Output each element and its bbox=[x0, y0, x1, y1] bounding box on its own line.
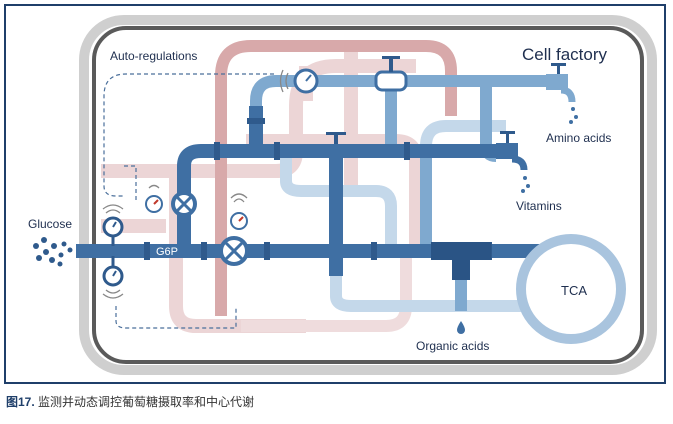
cell-factory-diagram: Cell factory Auto-regulations Glucose G6… bbox=[28, 15, 657, 375]
auto-regulation-lines bbox=[103, 73, 274, 329]
rose-background-pipes bbox=[215, 40, 457, 316]
middle-tap-icon bbox=[326, 132, 346, 144]
diagram-title: Cell factory bbox=[522, 45, 608, 64]
glucose-gauge-top-icon bbox=[102, 216, 124, 246]
glucose-molecules-icon bbox=[33, 237, 73, 267]
amino-acids-label: Amino acids bbox=[546, 131, 611, 145]
cell-wall-inner bbox=[92, 26, 644, 364]
cell-wall-outer bbox=[79, 15, 657, 375]
signal-arcs-icon bbox=[102, 69, 289, 299]
glucose-gauge-bottom-icon bbox=[102, 256, 124, 287]
g6p-label: G6P bbox=[156, 246, 178, 258]
figure-number: 图17. bbox=[6, 395, 35, 409]
vitamins-label: Vitamins bbox=[516, 199, 562, 213]
vitamins-faucet-icon bbox=[496, 131, 530, 193]
tca-cycle-ring bbox=[516, 234, 626, 344]
figure-frame: Cell factory Auto-regulations Glucose G6… bbox=[4, 4, 666, 384]
g6p-valve-icon bbox=[219, 236, 249, 266]
top-valve-icon bbox=[374, 56, 408, 92]
flow-gauge-icon bbox=[293, 68, 319, 94]
organic-acids-drop-icon bbox=[457, 321, 465, 334]
pale-pink-loop bbox=[241, 256, 412, 332]
organic-acids-label: Organic acids bbox=[416, 339, 489, 353]
glucose-label: Glucose bbox=[28, 217, 72, 231]
red-gauge-icon bbox=[145, 195, 163, 213]
red-gauge-right-icon bbox=[230, 212, 248, 230]
caption-text: 监测并动态调控葡萄糖摄取率和中心代谢 bbox=[38, 395, 255, 409]
amino-acids-faucet-icon bbox=[546, 63, 578, 124]
tca-label: TCA bbox=[561, 283, 587, 298]
figure-caption: 图17. 监测并动态调控葡萄糖摄取率和中心代谢 bbox=[6, 393, 254, 410]
branch-valve-icon bbox=[171, 191, 197, 217]
auto-regulations-label: Auto-regulations bbox=[110, 49, 197, 63]
